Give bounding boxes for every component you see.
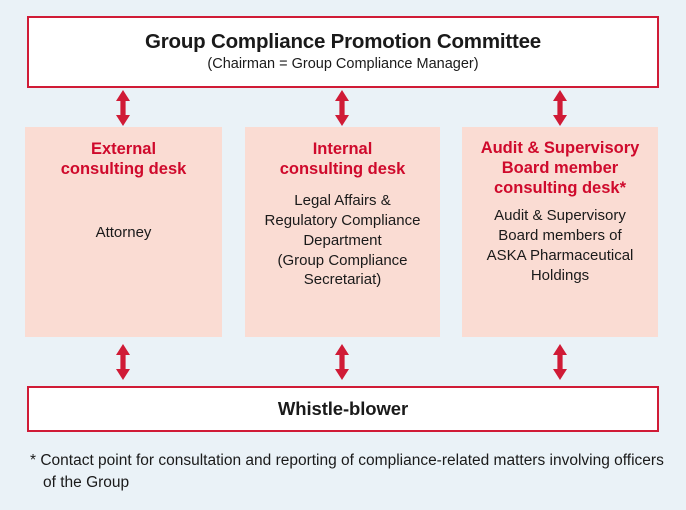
external-consulting-desk-title: External consulting desk xyxy=(60,140,187,179)
committee-title: Group Compliance Promotion Committee xyxy=(145,29,541,53)
double-headed-arrow-icon-audit-top xyxy=(551,90,569,126)
whistle-blower-label: Whistle-blower xyxy=(277,398,409,419)
footnote-text: * Contact point for consultation and rep… xyxy=(30,452,664,492)
whistle-blower-box: Whistle-blower xyxy=(27,386,659,432)
internal-consulting-desk-title: Internal consulting desk xyxy=(279,140,406,179)
double-headed-arrow-icon-external-bottom xyxy=(114,344,132,380)
external-consulting-desk-body: Attorney xyxy=(95,224,152,242)
double-headed-arrow-icon-external-top xyxy=(114,90,132,126)
audit-supervisory-consulting-desk-body: Audit & Supervisory Board members of ASK… xyxy=(486,207,634,284)
internal-consulting-desk-box: Internal consulting desk Legal Affairs &… xyxy=(245,127,440,337)
external-consulting-desk-box: External consulting desk Attorney xyxy=(25,127,222,337)
group-compliance-promotion-committee-box: Group Compliance Promotion Committee (Ch… xyxy=(27,16,659,88)
audit-supervisory-consulting-desk-title: Audit & Supervisory Board member consult… xyxy=(480,139,640,197)
committee-subtitle: (Chairman = Group Compliance Manager) xyxy=(207,56,479,73)
double-headed-arrow-icon-internal-bottom xyxy=(333,344,351,380)
audit-supervisory-board-member-consulting-desk-box: Audit & Supervisory Board member consult… xyxy=(462,127,658,337)
internal-consulting-desk-body: Legal Affairs & Regulatory Compliance De… xyxy=(264,192,421,289)
double-headed-arrow-icon-audit-bottom xyxy=(551,344,569,380)
double-headed-arrow-icon-internal-top xyxy=(333,90,351,126)
